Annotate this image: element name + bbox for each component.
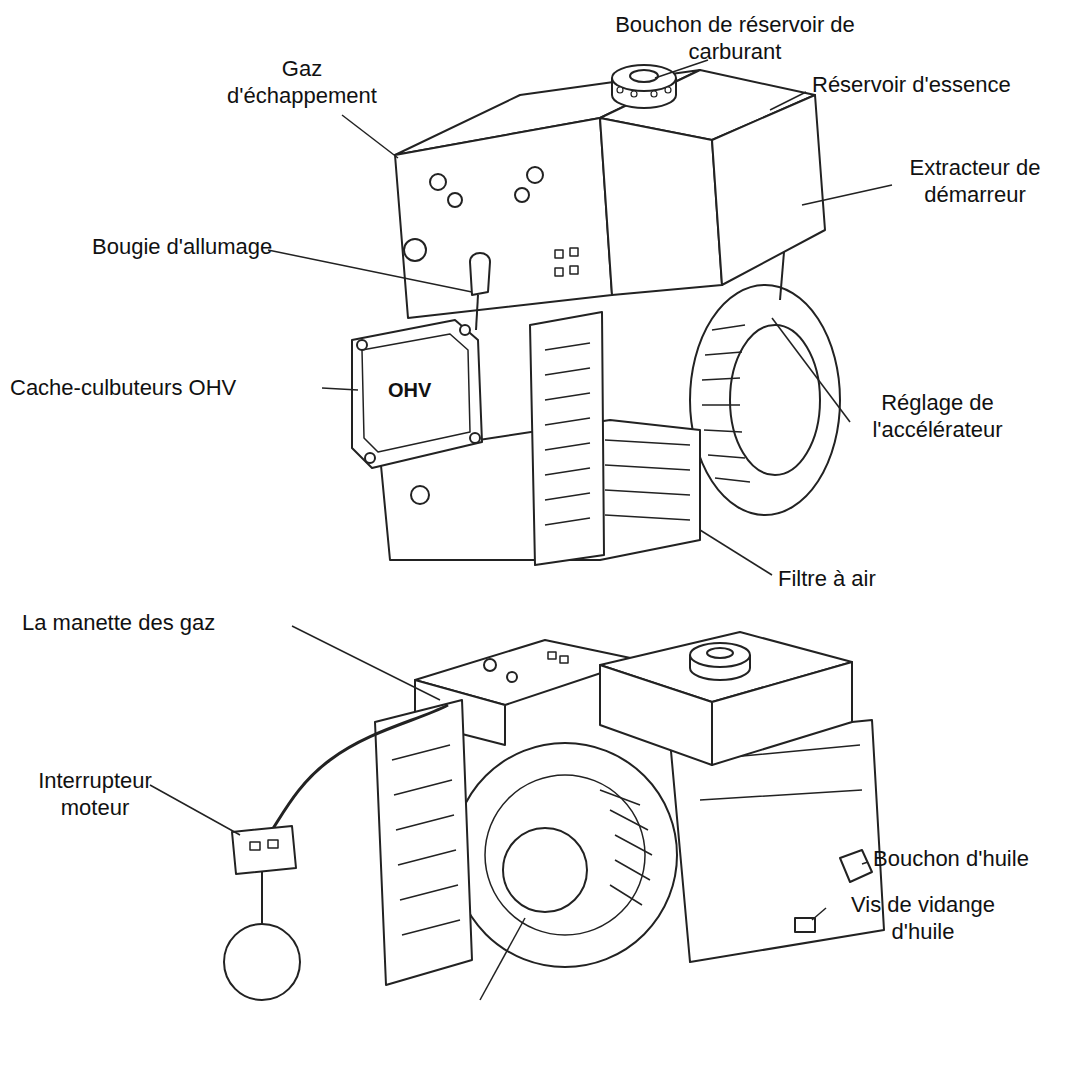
callout-label: La manette des gaz	[22, 610, 215, 637]
callout-label: Filtre à air	[778, 566, 876, 593]
cover-marking: OHV	[388, 378, 431, 402]
callout-label: Réservoir d'essence	[812, 72, 1011, 99]
callout-label: Extracteur de démarreur	[895, 155, 1055, 209]
callout-label: Interrupteur moteur	[25, 768, 165, 822]
callout-label: Bouchon de réservoir de carburant	[585, 12, 885, 66]
callout-label: Bougie d'allumage	[92, 234, 272, 261]
callout-label: Réglage de l'accélérateur	[855, 390, 1020, 444]
callout-label: Cache-culbuteurs OHV	[10, 375, 236, 402]
leader-lines	[150, 60, 892, 1000]
callout-label: Bouchon d'huile	[873, 846, 1029, 873]
callout-label: Vis de vidange d'huile	[828, 892, 1018, 946]
callout-label: Gaz d'échappement	[222, 56, 382, 110]
